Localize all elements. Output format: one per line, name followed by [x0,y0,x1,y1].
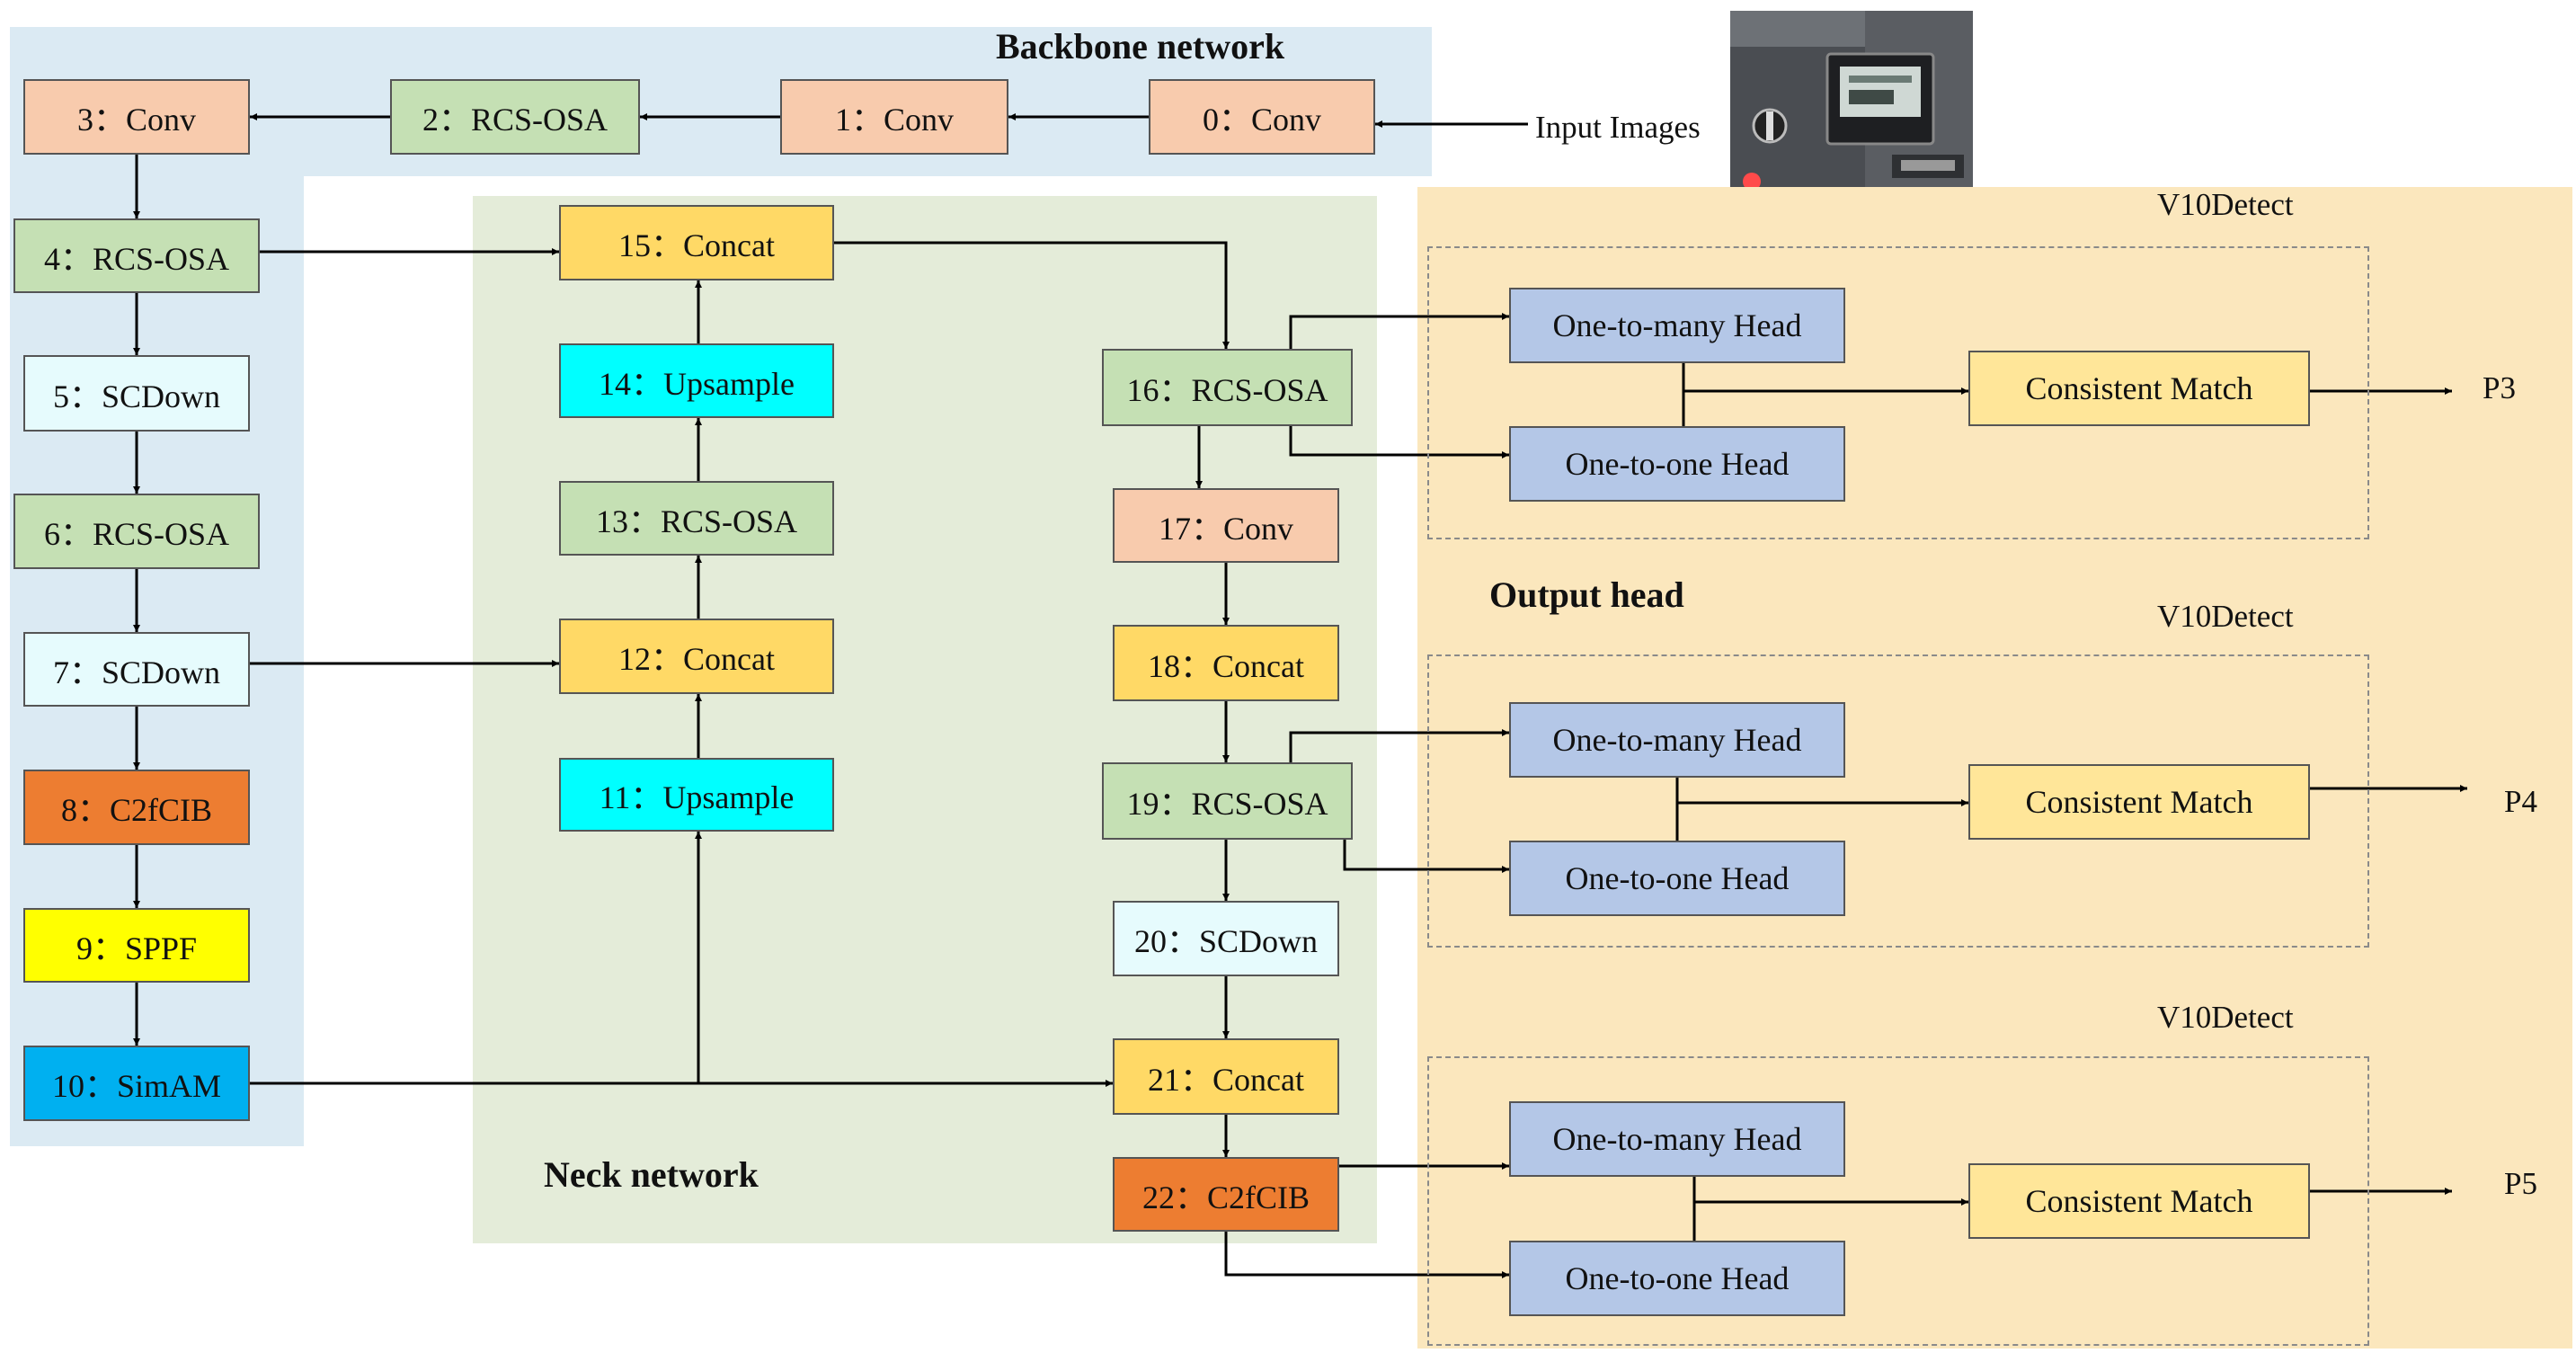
detect-2-consistent-match: Consistent Match [1968,764,2310,840]
node-6-rcs-osa: 6：RCS-OSA [13,494,260,569]
detect-1-title: V10Detect [2157,187,2294,222]
detect-2-one-to-one-head: One-to-one Head [1509,841,1845,916]
detect-2-title: V10Detect [2157,599,2294,634]
node-1-conv: 1：Conv [780,79,1008,155]
detect-2-output: P4 [2504,784,2537,819]
detect-3-consistent-match: Consistent Match [1968,1163,2310,1239]
node-5-scdown: 5：SCDown [23,355,250,432]
node-18-concat: 18：Concat [1113,625,1339,701]
input-image-photo [1730,11,1973,187]
input-images-label: Input Images [1535,110,1701,145]
node-13-rcs-osa: 13：RCS-OSA [559,481,834,556]
node-21-concat: 21：Concat [1113,1038,1339,1115]
node-19-rcs-osa: 19：RCS-OSA [1102,762,1353,840]
detect-1-one-to-one-head: One-to-one Head [1509,426,1845,502]
node-8-c2fcib: 8：C2fCIB [23,770,250,845]
detect-3-title: V10Detect [2157,1000,2294,1035]
node-15-concat: 15：Concat [559,205,834,280]
node-17-conv: 17：Conv [1113,488,1339,563]
node-14-upsample: 14：Upsample [559,343,834,418]
node-7-scdown: 7：SCDown [23,632,250,707]
detect-3-output: P5 [2504,1166,2537,1201]
node-12-concat: 12：Concat [559,619,834,694]
detect-1-consistent-match: Consistent Match [1968,351,2310,426]
backbone-title: Backbone network [996,26,1285,67]
detect-1-output: P3 [2483,370,2516,405]
node-9-sppf: 9：SPPF [23,908,250,983]
neck-title: Neck network [544,1154,759,1195]
node-3-conv: 3：Conv [23,79,250,155]
node-0-conv: 0：Conv [1149,79,1375,155]
node-22-c2fcib: 22：C2fCIB [1113,1157,1339,1232]
detect-3-one-to-many-head: One-to-many Head [1509,1101,1845,1177]
detect-1-frame [1427,246,2369,539]
detect-3-frame [1427,1056,2369,1346]
node-2-rcs-osa: 2：RCS-OSA [390,79,640,155]
detect-2-frame [1427,654,2369,948]
node-10-simam: 10：SimAM [23,1046,250,1121]
detect-3-one-to-one-head: One-to-one Head [1509,1241,1845,1316]
detect-2-one-to-many-head: One-to-many Head [1509,702,1845,778]
node-11-upsample: 11：Upsample [559,758,834,832]
detect-1-one-to-many-head: One-to-many Head [1509,288,1845,363]
node-20-scdown: 20：SCDown [1113,901,1339,976]
node-16-rcs-osa: 16：RCS-OSA [1102,349,1353,426]
head-title: Output head [1489,574,1684,615]
node-4-rcs-osa: 4：RCS-OSA [13,218,260,293]
